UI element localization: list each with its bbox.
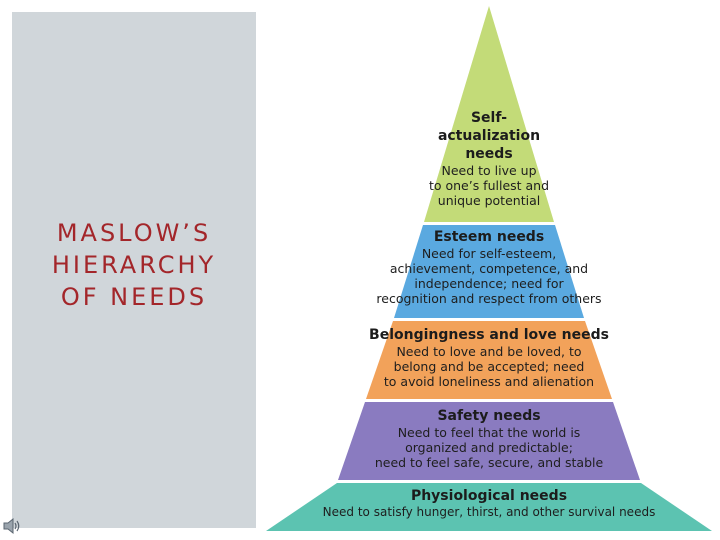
tier-safety-shape (338, 402, 640, 480)
tier-belonging: Belongingness and love needs Need to lov… (339, 326, 639, 389)
slide-title-line-2: HIERARCHY (51, 251, 217, 279)
tier-title: Physiological needs (410, 488, 568, 504)
slide-title-line-1: MASLOW’S (56, 219, 212, 247)
tier-title: Esteem needs (433, 229, 545, 245)
speaker-icon[interactable] (2, 516, 24, 536)
tier-physiological: Physiological needs Need to satisfy hung… (286, 487, 692, 520)
maslow-pyramid: Self- actualization needs Need to live u… (262, 6, 720, 536)
tier-title: Belongingness and love needs (369, 327, 609, 343)
tier-description: Need for self-esteem, achievement, compe… (376, 246, 602, 306)
tier-description: Need to love and be loved, to belong and… (383, 344, 595, 389)
tier-safety: Safety needs Need to feel that the world… (339, 407, 639, 470)
tier-self-actualization-shape (424, 6, 554, 222)
slide-title-line-3: OF NEEDS (60, 283, 208, 311)
pyramid-graphic (266, 6, 712, 531)
tier-description: Need to feel that the world is organized… (374, 425, 604, 470)
tier-title: Self- actualization needs (437, 110, 541, 162)
tier-physiological-shape (266, 483, 712, 531)
title-panel: MASLOW’S HIERARCHY OF NEEDS (12, 12, 256, 528)
tier-esteem: Esteem needs Need for self-esteem, achie… (354, 228, 624, 306)
tier-description: Need to satisfy hunger, thirst, and othe… (322, 505, 656, 519)
tier-belonging-shape (366, 321, 612, 399)
tier-title: Safety needs (437, 408, 541, 424)
tier-esteem-shape (394, 225, 584, 318)
tier-self-actualization: Self- actualization needs Need to live u… (389, 109, 589, 208)
slide-title: MASLOW’S HIERARCHY OF NEEDS (12, 217, 256, 313)
tier-description: Need to live up to one’s fullest and uni… (428, 163, 550, 208)
